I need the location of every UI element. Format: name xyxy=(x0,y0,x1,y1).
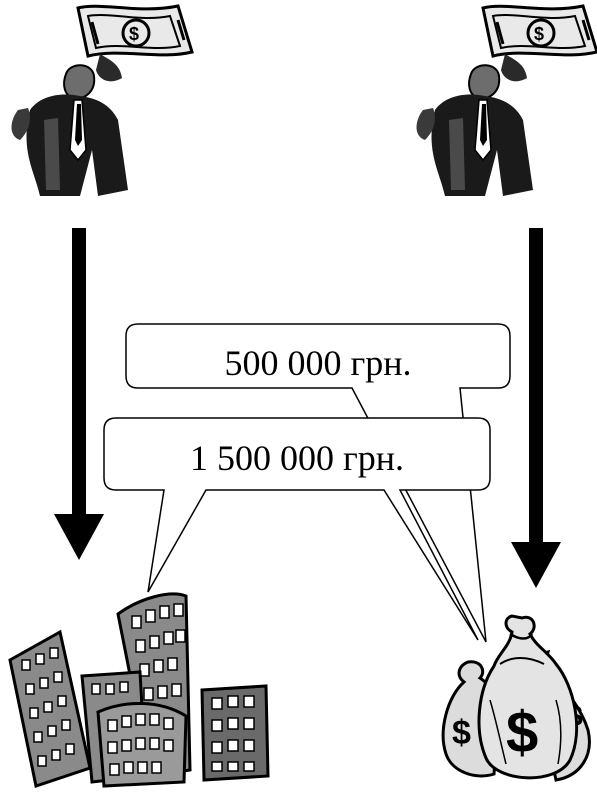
svg-text:$: $ xyxy=(506,700,538,765)
svg-text:$: $ xyxy=(534,24,544,44)
banknote-icon: $ xyxy=(76,4,194,58)
callout-upper: 500 000 грн. xyxy=(125,323,511,643)
svg-text:$: $ xyxy=(452,714,471,752)
callout-upper-text: 500 000 грн. xyxy=(224,343,411,383)
city-buildings-icon xyxy=(8,592,270,788)
money-bags-icon: $ $ $ xyxy=(441,614,591,782)
callout-lower: 1 500 000 грн. xyxy=(103,417,491,641)
right-businessman-icon: $ xyxy=(416,4,597,196)
svg-text:$: $ xyxy=(129,24,139,44)
callout-lower-text: 1 500 000 грн. xyxy=(190,438,404,478)
left-businessman-icon: $ xyxy=(11,4,194,196)
left-down-arrow xyxy=(54,228,104,560)
banknote-icon: $ xyxy=(481,4,597,58)
right-down-arrow xyxy=(511,228,561,588)
